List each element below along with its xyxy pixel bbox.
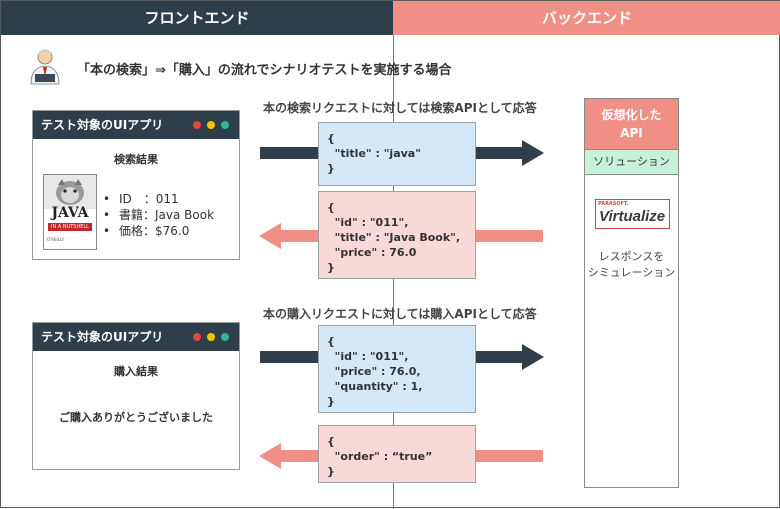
purchase-ui-app-window: テスト対象のUIアプリ 購入結果 ご購入ありがとうございました — [32, 322, 240, 470]
frontend-header: フロントエンド — [1, 1, 393, 35]
book-cover-title: JAVA — [51, 205, 89, 221]
logo-company: PARASOFT. — [598, 201, 629, 207]
virtualized-api-title-line2: API — [620, 126, 643, 140]
window-dot-yellow-icon — [207, 333, 215, 341]
window-dot-green-icon — [221, 333, 229, 341]
purchase-section-title: 本の購入リクエストに対しては購入APIとして応答 — [263, 307, 537, 321]
logo-product: Virtualize — [599, 208, 666, 225]
java-book-cover-image: JAVA IN A NUTSHELL O'REILLY — [43, 174, 97, 250]
tiger-illustration-icon — [56, 179, 84, 205]
tester-person-icon — [30, 49, 60, 85]
search-app-titlebar: テスト対象のUIアプリ — [33, 111, 239, 139]
bullet-icon: • — [103, 208, 111, 222]
purchase-request-arrow — [260, 344, 544, 370]
description-line1: レスポンスを — [598, 250, 665, 263]
attribute-text: 書籍：Java Book — [119, 208, 215, 222]
solution-label: ソリューション — [585, 149, 678, 175]
window-control-dots — [193, 333, 229, 341]
book-attribute-price: • 価格：$76.0 — [103, 222, 189, 239]
purchase-app-title: テスト対象のUIアプリ — [41, 330, 164, 344]
search-result-title: 検索結果 — [114, 153, 158, 166]
search-response-payload: { "id" : "011", "title" : "Java Book", "… — [318, 191, 476, 279]
virtualized-api-title: 仮想化した API — [585, 99, 678, 149]
purchase-thanks-message: ご購入ありがとうございました — [59, 411, 213, 424]
search-section-title: 本の検索リクエストに対しては検索APIとして応答 — [263, 101, 537, 115]
window-dot-red-icon — [193, 121, 201, 129]
search-response-arrow — [259, 223, 543, 249]
attribute-text: 価格：$76.0 — [119, 224, 190, 238]
search-app-title: テスト対象のUIアプリ — [41, 118, 164, 132]
bullet-icon: • — [103, 192, 111, 206]
purchase-response-arrow — [259, 443, 543, 469]
window-control-dots — [193, 121, 229, 129]
book-cover-illustration — [44, 175, 96, 209]
search-request-payload: { "title" : "java" } — [318, 122, 476, 186]
scenario-title: 「本の検索」⇒「購入」の流れでシナリオテストを実施する場合 — [77, 63, 452, 78]
window-dot-red-icon — [193, 333, 201, 341]
book-cover-subtitle: IN A NUTSHELL — [51, 224, 89, 230]
virtualize-description: レスポンスを シミュレーション — [585, 249, 678, 281]
virtualized-api-box: 仮想化した API ソリューション PARASOFT. Virtualize レ… — [584, 98, 679, 488]
purchase-request-payload: { "id" : "011", "price" : 76.0, "quantit… — [318, 325, 476, 413]
book-cover-band: IN A NUTSHELL — [48, 223, 92, 231]
description-line2: シミュレーション — [587, 266, 676, 279]
backend-header: バックエンド — [393, 1, 780, 35]
window-dot-green-icon — [221, 121, 229, 129]
book-cover-publisher: O'REILLY — [47, 237, 65, 242]
purchase-response-payload: { "order" : “true” } — [318, 425, 476, 483]
purchase-app-titlebar: テスト対象のUIアプリ — [33, 323, 239, 351]
attribute-text: ID ：011 — [119, 192, 179, 206]
virtualized-api-title-line1: 仮想化した — [601, 108, 662, 122]
bullet-icon: • — [103, 224, 111, 238]
purchase-result-title: 購入結果 — [114, 365, 158, 378]
book-attribute-id: • ID ：011 — [103, 190, 179, 207]
search-request-arrow — [260, 140, 544, 166]
window-dot-yellow-icon — [207, 121, 215, 129]
parasoft-virtualize-logo: PARASOFT. Virtualize — [595, 199, 670, 229]
book-attribute-title: • 書籍：Java Book — [103, 206, 214, 223]
